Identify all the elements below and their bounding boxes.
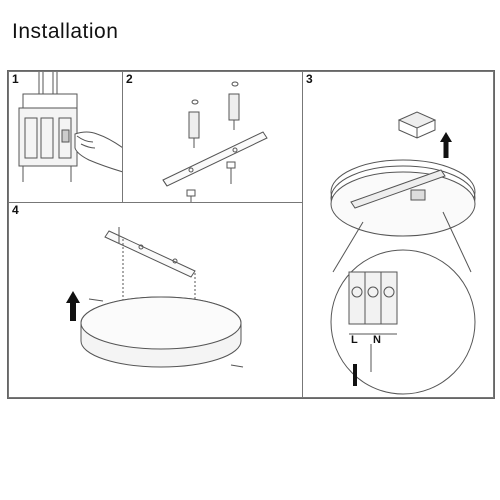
- bracket-and-screws-illustration: [162, 81, 268, 202]
- wiring-illustration: [330, 111, 476, 395]
- upward-arrow-icon: [440, 132, 452, 158]
- terminal-label-l: L: [351, 334, 358, 346]
- step-1-panel: 1: [8, 71, 123, 203]
- step-2-panel: 2: [122, 71, 303, 203]
- step-2-number: 2: [126, 72, 133, 86]
- lamp-mounting-illustration: [66, 227, 244, 368]
- upward-arrow-icon-2: [66, 291, 80, 321]
- step-4-panel: 4: [8, 202, 303, 398]
- breaker-illustration: [18, 72, 122, 182]
- step-3-number: 3: [306, 72, 313, 86]
- instruction-grid: 1 2: [7, 70, 495, 399]
- step-4-number: 4: [12, 203, 19, 217]
- page-title: Installation: [12, 20, 119, 43]
- terminal-label-n: N: [373, 334, 381, 346]
- step-1-number: 1: [12, 72, 19, 86]
- step-3-panel: 3: [302, 71, 494, 398]
